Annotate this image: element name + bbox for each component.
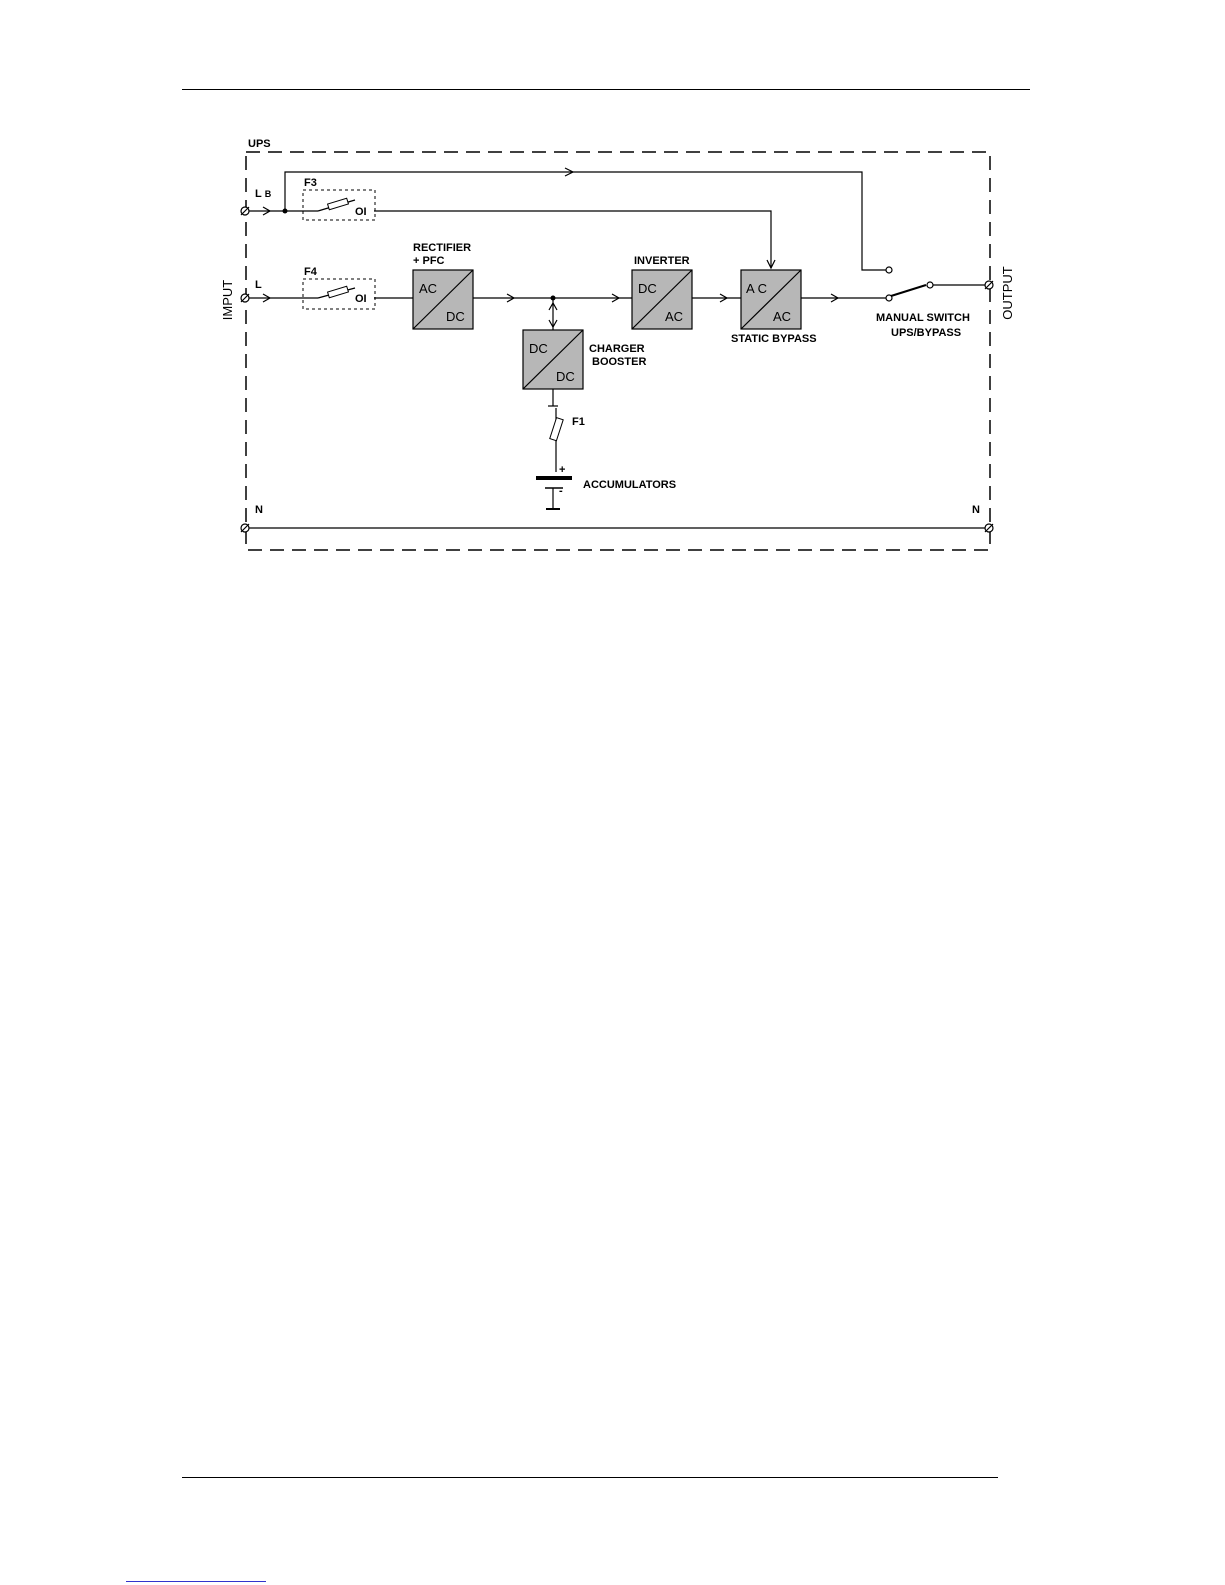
rectifier-block: AC DC <box>413 270 473 329</box>
manual-switch <box>886 267 933 301</box>
line-main-label: L <box>255 279 262 291</box>
fuse-f3-element <box>328 198 349 210</box>
svg-text:A C: A C <box>746 281 767 296</box>
fuse-f4-label: F4 <box>304 266 318 278</box>
fuse-f3-label: F3 <box>304 177 317 189</box>
terminal-l <box>241 294 249 302</box>
svg-text:AC: AC <box>419 281 437 296</box>
svg-text:AC: AC <box>665 309 683 324</box>
charger-subtitle: BOOSTER <box>592 356 646 368</box>
fuse-f4-element <box>328 286 349 298</box>
neutral-left-label: N <box>255 504 263 516</box>
inverter-title: INVERTER <box>634 255 690 267</box>
output-label: OUTPUT <box>1000 266 1015 320</box>
fuse-f4-state: OI <box>355 293 367 305</box>
battery-plus: + <box>559 464 565 476</box>
terminal-lb <box>241 207 249 215</box>
charger-title: CHARGER <box>589 343 645 355</box>
svg-text:DC: DC <box>446 309 465 324</box>
static-bypass-block: A C AC <box>741 270 801 329</box>
svg-text:DC: DC <box>529 341 548 356</box>
inverter-block: DC AC <box>632 270 692 329</box>
enclosure-label: UPS <box>248 138 271 150</box>
rectifier-title: RECTIFIER <box>413 242 471 254</box>
rectifier-subtitle: + PFC <box>413 255 445 267</box>
battery-label: ACCUMULATORS <box>583 479 676 491</box>
fuse-f1-element <box>550 418 563 441</box>
svg-text:AC: AC <box>773 309 791 324</box>
svg-text:DC: DC <box>556 369 575 384</box>
battery-minus: - <box>559 485 563 497</box>
terminal-output <box>985 281 993 289</box>
svg-text:DC: DC <box>638 281 657 296</box>
neutral-right-label: N <box>972 504 980 516</box>
static-bypass-title: STATIC BYPASS <box>731 333 817 345</box>
manual-switch-subtitle: UPS/BYPASS <box>891 327 961 339</box>
input-label: IMPUT <box>220 280 235 321</box>
manual-switch-title: MANUAL SWITCH <box>876 312 970 324</box>
footer-rule <box>182 1477 998 1478</box>
fuse-f3-state: OI <box>355 206 367 218</box>
battery-symbol <box>536 476 572 509</box>
terminal-n-right <box>985 524 993 532</box>
terminal-n-left <box>241 524 249 532</box>
charger-block: DC DC <box>523 330 583 389</box>
fuse-f1-label: F1 <box>572 416 585 428</box>
footer-link-underline[interactable] <box>126 1581 266 1582</box>
